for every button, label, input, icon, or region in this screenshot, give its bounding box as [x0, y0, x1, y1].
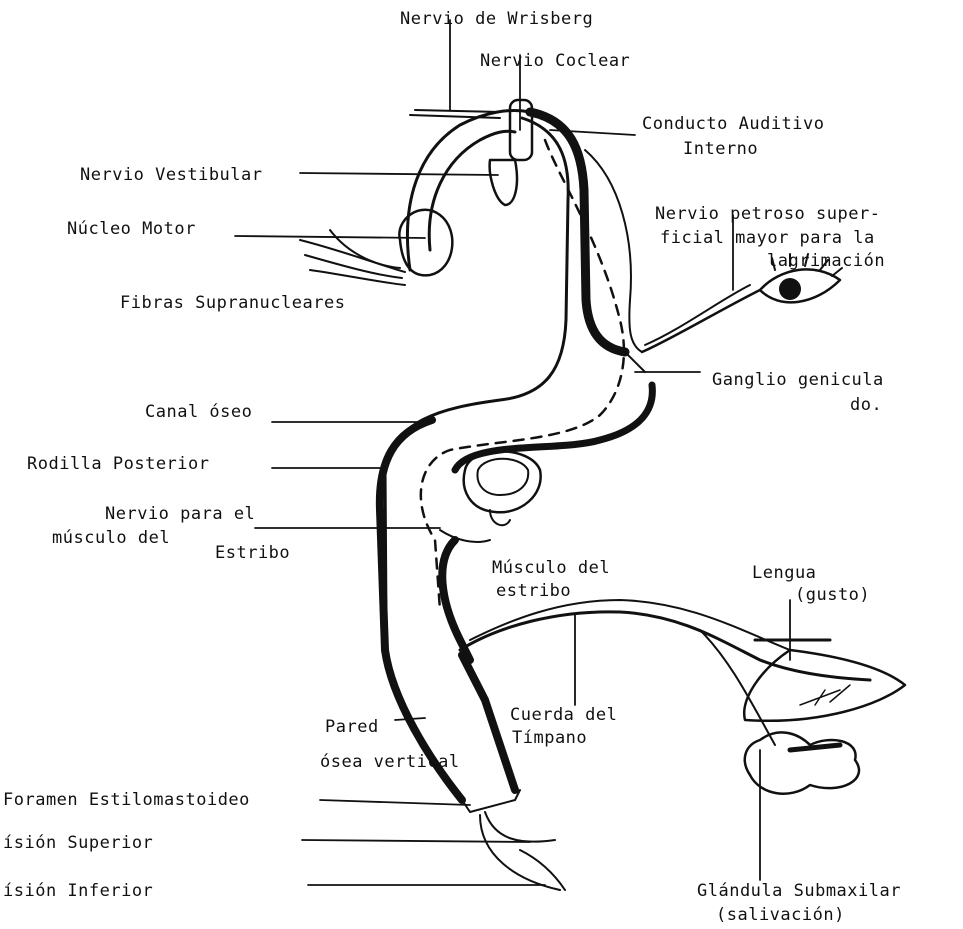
label-glandula-1: Glándula Submaxilar	[697, 880, 901, 902]
label-glandula-2: (salivación)	[716, 904, 845, 926]
label-nervio-musculo-2: músculo del	[52, 527, 170, 549]
label-ganglio-1: Ganglio genicula	[712, 369, 884, 391]
label-conducto-interno: Interno	[683, 138, 758, 160]
label-pared-2: ósea vertical	[320, 751, 460, 773]
estribo-shape	[464, 451, 541, 512]
petrosal-nerve-2	[645, 285, 750, 345]
ganglio-shape	[625, 352, 645, 372]
label-petroso-2: ficial mayor para la	[660, 227, 875, 249]
glandula-shape	[745, 732, 859, 793]
label-musculo-estribo-2: estribo	[496, 580, 571, 602]
label-division-inferior: ísión Inferior	[3, 880, 153, 902]
label-petroso-3: lagrimación	[767, 250, 885, 272]
top-arch-nerve	[407, 111, 530, 270]
label-musculo-estribo-1: Músculo del	[492, 557, 610, 579]
wrisberg-line-2	[415, 110, 500, 112]
petrosal-nerve	[642, 290, 760, 352]
label-foramen: Foramen Estilomastoideo	[3, 789, 250, 811]
leader-superior	[302, 840, 530, 842]
label-nervio-musculo-1: Nervio para el	[105, 503, 255, 525]
label-nervio-wrisberg: Nervio de Wrisberg	[400, 8, 593, 30]
division-superior-branch	[485, 812, 555, 842]
label-nervio-coclear: Nervio Coclear	[480, 50, 630, 72]
label-canal-oseo: Canal óseo	[145, 401, 252, 423]
fibra-4	[330, 230, 400, 268]
leader-vestibular	[300, 173, 498, 175]
label-fibras-supranucleares: Fibras Supranucleares	[120, 292, 345, 314]
leader-pared	[395, 718, 425, 720]
label-conducto-auditivo: Conducto Auditivo	[642, 113, 825, 135]
label-lengua-2: (gusto)	[795, 584, 870, 606]
eye-pupil	[779, 278, 801, 300]
top-arch-inner	[429, 131, 515, 250]
estribo-nerve	[440, 530, 490, 542]
branch-tip	[520, 850, 565, 890]
label-pared-1: Pared	[325, 716, 379, 738]
lengua-shape	[744, 650, 905, 721]
leader-foramen	[320, 800, 470, 805]
canal-lower-wall	[442, 540, 470, 660]
canal-outer-wall-lower	[455, 385, 652, 470]
label-lengua-1: Lengua	[752, 562, 816, 584]
label-nervio-vestibular: Nervio Vestibular	[80, 164, 263, 186]
estribo-inner	[477, 459, 528, 495]
fibra-3	[310, 270, 405, 285]
label-cuerda-1: Cuerda del	[510, 704, 617, 726]
glandula-duct	[790, 745, 840, 750]
label-nervio-musculo-3: Estribo	[215, 542, 290, 564]
canal-outer-wall	[530, 112, 625, 352]
canal-lower-right-wall	[462, 655, 515, 790]
label-division-superior: ísión Superior	[3, 832, 153, 854]
lengua-veins	[800, 685, 850, 705]
label-nucleo-motor: Núcleo Motor	[67, 218, 196, 240]
label-ganglio-2: do.	[850, 394, 882, 416]
vestibular-stub	[490, 160, 517, 205]
chorda-tympani	[460, 612, 870, 680]
leader-nucleo	[235, 236, 425, 238]
label-petroso-1: Nervio petroso super-	[655, 203, 880, 225]
label-rodilla-posterior: Rodilla Posterior	[27, 453, 210, 475]
label-cuerda-2: Tímpano	[512, 727, 587, 749]
foramen-outlet	[462, 790, 520, 812]
